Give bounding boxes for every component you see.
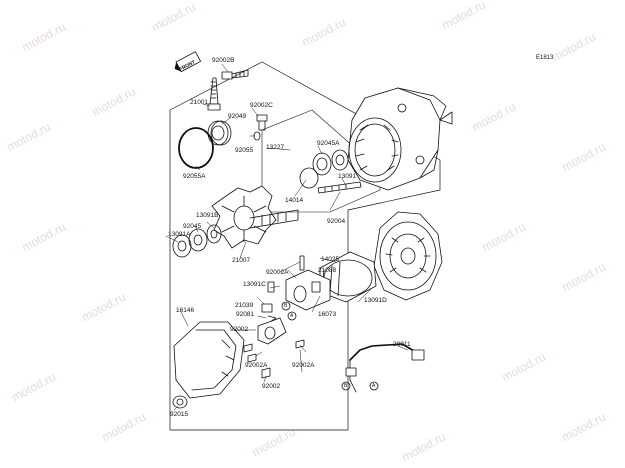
bolt-21001 — [207, 77, 221, 111]
screw-92002c — [256, 114, 268, 131]
label-13091: 13091 — [338, 173, 357, 180]
nut-92015 — [172, 395, 188, 409]
label-21039: 21039 — [235, 302, 254, 309]
callout-letter: B — [284, 303, 288, 309]
label-92002-bot: 92002 — [262, 383, 281, 390]
label-16073: 16073 — [318, 311, 337, 318]
clip-13091c — [267, 281, 275, 293]
callout-letter: B — [344, 383, 348, 389]
label-92049: 92049 — [228, 113, 247, 120]
spacer-13091b — [206, 224, 222, 244]
label-92002-mid: 92002 — [230, 326, 249, 333]
label-13091d: 13091D — [364, 297, 387, 304]
bracket — [257, 317, 287, 345]
label-92055a: 92055A — [183, 173, 206, 180]
screw-92002a-top — [299, 255, 305, 271]
label-92002a-top: 92002A — [266, 269, 289, 276]
washer-14014 — [299, 167, 319, 189]
spacer-13091a — [172, 234, 192, 258]
label-92045: 92045 — [183, 223, 202, 230]
stud-92004 — [317, 181, 362, 194]
brush-21039 — [261, 303, 273, 313]
label-21007: 21007 — [232, 257, 251, 264]
rear-housing — [347, 87, 453, 191]
brush-holder-21088 — [285, 269, 331, 311]
label-21088: 21088 — [318, 267, 337, 274]
callout-circle — [287, 311, 297, 321]
label-13227: 13227 — [266, 144, 285, 151]
label-92055: 92055 — [235, 147, 254, 154]
label-92002a-low: 92002A — [245, 362, 268, 369]
label-92002c: 92002C — [250, 102, 273, 109]
label-16146: 16146 — [176, 307, 195, 314]
cover-16146 — [173, 321, 245, 399]
reference-code: E1813 — [536, 55, 554, 61]
label-92015: 92015 — [170, 411, 189, 418]
callout-circle — [341, 381, 351, 391]
label-13091a: 13091A — [168, 231, 191, 238]
leader-lines — [165, 63, 409, 411]
label-28011: 28011 — [393, 341, 411, 348]
label-92004: 92004 — [327, 218, 346, 225]
label-13091b: 13091B — [196, 212, 219, 219]
callout-letter: A — [290, 313, 294, 319]
label-14025: 14025 — [321, 256, 340, 263]
label-21001: 21001 — [190, 99, 209, 106]
bearing-92045a — [312, 149, 349, 176]
wire-harness-28011 — [345, 343, 425, 393]
rotor-21007 — [211, 185, 299, 249]
bearing-92045 — [188, 228, 208, 252]
label-92045a: 92045A — [317, 140, 340, 147]
bolt-92002b — [221, 69, 249, 80]
label-13091c: 13091C — [243, 281, 266, 288]
callout-circle — [369, 381, 379, 391]
oring-92055a — [178, 127, 214, 169]
callout-circle — [281, 301, 291, 311]
label-92081: 92081 — [236, 311, 255, 318]
label-92002b: 92002B — [212, 57, 235, 64]
label-14014: 14014 — [285, 197, 304, 204]
screw-92002a-low — [247, 353, 257, 363]
assembly-frame — [169, 61, 441, 431]
callout-letter: A — [372, 383, 376, 389]
screw-92002a-right — [295, 339, 305, 349]
screw-92002-bot — [261, 367, 271, 379]
stator-housing — [373, 211, 443, 301]
front-mark — [174, 51, 201, 73]
screw-92002-mid — [243, 343, 253, 353]
label-92002a-right: 92002A — [292, 362, 315, 369]
